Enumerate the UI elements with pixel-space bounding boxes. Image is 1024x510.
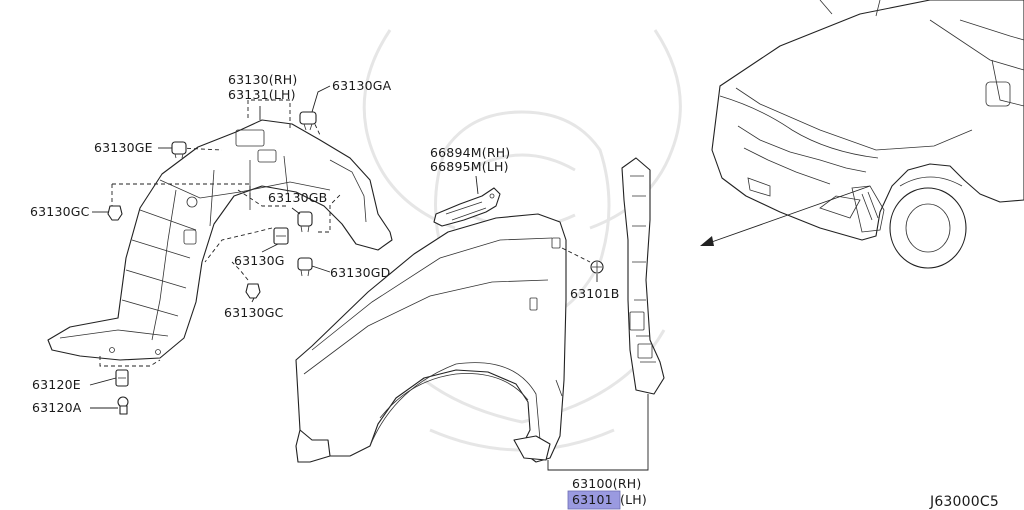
fender-seal xyxy=(621,157,665,395)
part-labels: 63130(RH) 63131(LH) 63130GA 63130GE 6313… xyxy=(30,72,999,510)
diagram-code: J63000C5 xyxy=(929,494,999,510)
clip-63130GA xyxy=(299,111,317,131)
highlight-63101 xyxy=(567,490,621,510)
label-63130GC-top: 63130GC xyxy=(30,204,90,219)
clip-63130G xyxy=(273,227,289,245)
label-63130G: 63130G xyxy=(234,253,285,268)
label-66894M-rh: 66894M(RH) xyxy=(430,145,510,160)
label-63130GE: 63130GE xyxy=(94,140,153,155)
clip-63130GE xyxy=(171,141,187,159)
location-arrow xyxy=(700,185,871,246)
label-63130GB: 63130GB xyxy=(268,190,327,205)
clip-63120E xyxy=(115,369,129,387)
label-63130GC-bottom: 63130GC xyxy=(224,305,284,320)
label-66895M-lh: 66895M(LH) xyxy=(430,159,509,174)
vehicle-illustration xyxy=(711,0,1024,269)
label-63101-suffix: (LH) xyxy=(620,492,647,507)
liner-leader-lines xyxy=(89,85,331,409)
label-63101-number[interactable]: 63101 xyxy=(572,492,613,507)
fender-bracket xyxy=(433,175,501,227)
label-63100-rh: 63100(RH) xyxy=(572,476,641,491)
label-63120A: 63120A xyxy=(32,400,82,415)
label-63130-rh: 63130(RH) xyxy=(228,72,297,87)
clip-63130GC-top xyxy=(107,205,123,221)
screw-63120A xyxy=(117,396,129,415)
liner-reference-lines xyxy=(99,99,341,367)
label-63101B: 63101B xyxy=(570,286,620,301)
part-number-bracket xyxy=(547,394,649,471)
clip-63130GB xyxy=(297,211,313,233)
label-63131-lh: 63131(LH) xyxy=(228,87,296,102)
label-63130GD: 63130GD xyxy=(330,265,390,280)
fender-liner xyxy=(47,119,393,361)
front-fender xyxy=(295,213,567,463)
clip-63130GC-bottom xyxy=(245,283,261,299)
label-63120E: 63120E xyxy=(32,377,81,392)
bolt-63101B xyxy=(561,247,604,282)
clip-63130GD xyxy=(297,257,313,277)
label-63130GA: 63130GA xyxy=(332,78,392,93)
